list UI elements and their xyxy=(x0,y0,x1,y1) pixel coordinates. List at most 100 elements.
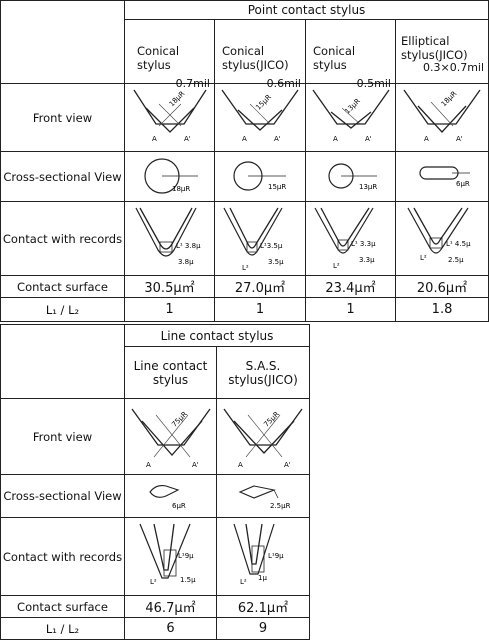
groove-label-a-prime: A' xyxy=(192,461,199,469)
row-label-ratio: L₁ / L₂ xyxy=(0,617,125,640)
front-view-cell: 75μR A A' xyxy=(215,398,311,475)
contact-l1-label: L¹ 3.3μ xyxy=(351,240,376,248)
contact-l2-label: L² xyxy=(420,254,427,262)
contact-diagram: L¹ 3.3μ L² 3.3μ xyxy=(313,207,376,270)
contact-width-label: 3.8μ xyxy=(178,258,194,266)
col-size: 0.3×0.7mil xyxy=(422,61,485,74)
contact-surface-value: 20.6μ㎡ xyxy=(394,275,489,298)
contact-surface-value: 30.5μ㎡ xyxy=(124,275,215,298)
col-name-line1: Conical xyxy=(137,44,180,58)
cross-radius-label: 2.5μR xyxy=(270,502,291,510)
col-name-line1: S.A.S. xyxy=(245,358,281,373)
contact-l2-label: L² xyxy=(150,578,157,586)
front-radius-label: 75μR xyxy=(170,410,189,429)
ratio-value: 9 xyxy=(215,617,311,640)
contact-width-label: 3.5μ xyxy=(268,258,284,266)
contact-l1-label: L¹ 4.5μ xyxy=(446,240,471,248)
corner-cell xyxy=(0,324,125,399)
contact-cell: L¹ 3.3μ L² 3.3μ xyxy=(305,201,396,276)
col-size: 0.5mil xyxy=(356,77,391,90)
cross-section-diagram: 18μR xyxy=(143,157,198,194)
row-label-contact: Contact with records xyxy=(0,517,125,596)
col-name-line2: stylus(JICO) xyxy=(228,372,298,387)
row-label-front-view: Front view xyxy=(0,398,125,475)
col-name-line1: Elliptical xyxy=(401,34,450,48)
cross-section-cell: 6μR xyxy=(394,151,489,202)
cross-section-diagram: 2.5μR xyxy=(238,485,291,510)
contact-width-label: 1.5μ xyxy=(180,576,196,584)
cross-section-cell: 6μR xyxy=(124,474,217,518)
groove-label-a: A xyxy=(152,135,157,143)
groove-label-a-prime: A' xyxy=(365,135,372,143)
front-view-cell: 18μR A A' xyxy=(124,83,215,152)
contact-cell: L¹3.5μ L² 3.5μ xyxy=(214,201,306,276)
row-label-contact: Contact with records xyxy=(0,201,125,276)
groove-label-a: A xyxy=(333,135,338,143)
front-radius-label: 18μR xyxy=(440,89,459,108)
front-view-cell: 13μR A A' xyxy=(305,83,396,152)
col-size: 0.6mil xyxy=(266,77,301,90)
front-view-diagram: 75μR A A' xyxy=(130,408,211,469)
groove-label-a-prime: A' xyxy=(456,135,463,143)
row-label-cross-section: Cross-sectional View xyxy=(0,474,125,518)
contact-width-label: 1μ xyxy=(258,574,267,582)
cross-section-cell: 18μR xyxy=(124,151,215,202)
row-label-cross-section: Cross-sectional View xyxy=(0,151,125,202)
ratio-value: 1 xyxy=(124,297,215,322)
contact-diagram: L¹9μ L² 1.5μ xyxy=(138,523,196,586)
cross-section-diagram: 6μR xyxy=(148,485,186,510)
front-radius-label: 15μR xyxy=(254,93,273,112)
front-view-diagram: 15μR A A' xyxy=(221,89,299,143)
contact-l1-label: L¹3.5μ xyxy=(260,242,283,250)
corner-cell xyxy=(0,0,125,84)
front-radius-label: 18μR xyxy=(167,89,186,108)
cross-section-diagram: 6μR xyxy=(419,165,471,188)
contact-surface-value: 46.7μ㎡ xyxy=(124,595,217,618)
contact-l1-label: L¹9μ xyxy=(268,552,284,560)
front-view-diagram: 18μR A A' xyxy=(403,89,481,143)
contact-surface-value: 62.1μ㎡ xyxy=(215,595,311,618)
contact-width-label: 3.3μ xyxy=(359,256,375,264)
cross-radius-label: 6μR xyxy=(172,502,186,510)
row-label-front-view: Front view xyxy=(0,83,125,152)
front-view-diagram: 18μR A A' xyxy=(132,89,207,143)
contact-l1-label: L¹9μ xyxy=(178,552,194,560)
line-contact-title: Line contact stylus xyxy=(123,324,311,347)
col-name-line2: stylus xyxy=(313,58,347,72)
cross-radius-label: 15μR xyxy=(268,183,286,191)
col-header-line-contact: Line contact stylus xyxy=(124,346,217,399)
ratio-value: 1 xyxy=(214,297,306,322)
contact-diagram: L¹3.5μ L² 3.5μ xyxy=(223,207,284,272)
row-label-surface: Contact surface xyxy=(0,275,125,298)
contact-cell: L¹ 3.8μ 3.8μ xyxy=(124,201,215,276)
contact-l1-label: L¹ 3.8μ xyxy=(176,242,201,250)
cross-section-cell: 15μR xyxy=(214,151,306,202)
contact-diagram: L¹ 3.8μ 3.8μ xyxy=(134,207,201,266)
front-view-cell: 18μR A A' xyxy=(394,83,489,152)
cross-section-cell: 13μR xyxy=(305,151,396,202)
contact-surface-value: 23.4μ㎡ xyxy=(305,275,396,298)
col-name-line2: stylus xyxy=(152,372,189,387)
front-view-cell: 15μR A A' xyxy=(214,83,306,152)
groove-label-a-prime: A' xyxy=(274,135,281,143)
groove-label-a: A xyxy=(146,461,151,469)
front-view-diagram: 75μR A A' xyxy=(223,408,303,469)
contact-l2-label: L² xyxy=(240,578,247,586)
contact-width-label: 2.5μ xyxy=(448,256,464,264)
front-radius-label: 75μR xyxy=(262,410,281,429)
line-contact-table: Line contact stylus Line contact stylus … xyxy=(0,324,311,640)
cross-radius-label: 18μR xyxy=(172,185,190,193)
col-name-line2: stylus xyxy=(137,58,171,72)
contact-cell: L¹9μ L² 1μ xyxy=(215,517,311,596)
contact-l2-label: L² xyxy=(333,262,340,270)
groove-label-a-prime: A' xyxy=(184,135,191,143)
col-name-line1: Conical xyxy=(313,44,356,58)
col-name-line1: Line contact xyxy=(133,358,208,373)
contact-cell: L¹9μ L² 1.5μ xyxy=(124,517,217,596)
cross-section-diagram: 13μR xyxy=(327,162,377,191)
groove-label-a-prime: A' xyxy=(284,461,291,469)
